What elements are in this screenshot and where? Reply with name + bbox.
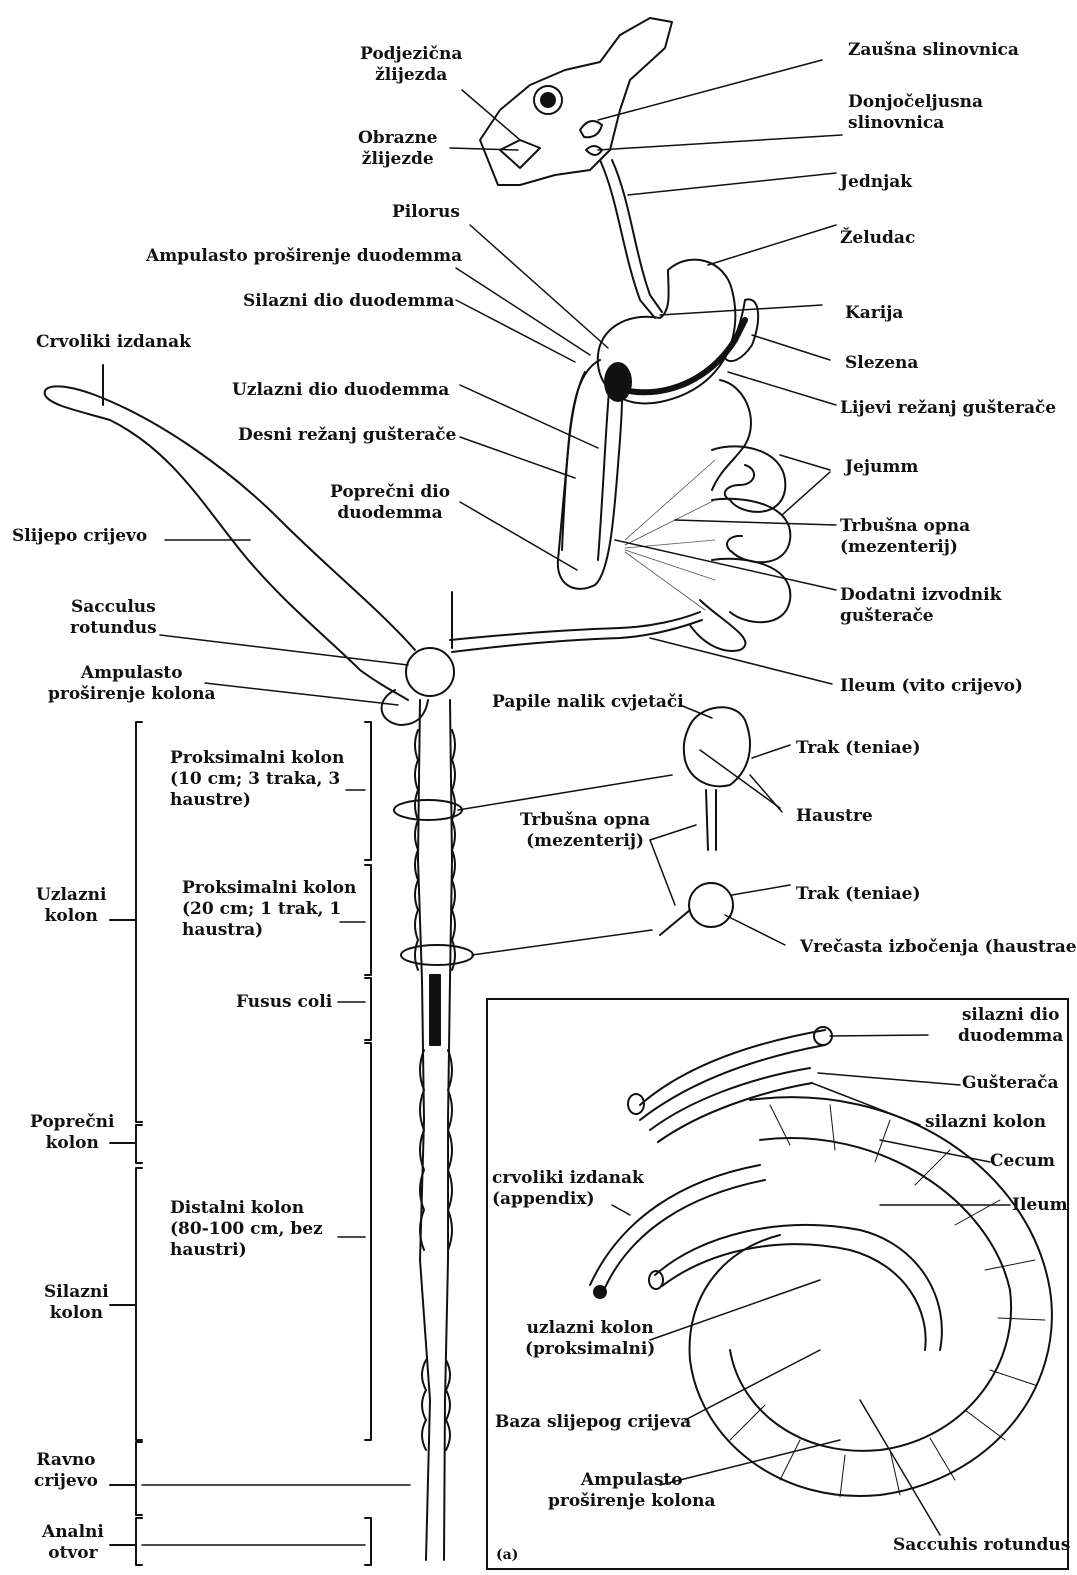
pancreas-left-lobe: [712, 380, 751, 490]
label-slezena: Slezena: [845, 353, 918, 374]
label-uzlazni-duod: Uzlazni dio duodemma: [232, 380, 449, 401]
label-trak-1: Trak (teniae): [796, 738, 921, 759]
left-brackets: [110, 722, 142, 1565]
label-trak-2: Trak (teniae): [796, 884, 921, 905]
inset-label-gusteraca: Gušterača: [962, 1073, 1058, 1094]
rabbit-head: [480, 18, 672, 185]
label-slijepo: Slijepo crijevo: [12, 526, 147, 547]
label-trbusna-opna-2: Trbušna opna(mezenterij): [520, 810, 650, 852]
inset-label-silazni-kolon: silazni kolon: [925, 1112, 1046, 1133]
inset-tag: (a): [496, 1545, 518, 1566]
inset-label-cecum: Cecum: [990, 1151, 1055, 1172]
label-karija: Karija: [845, 303, 903, 324]
right-brackets: [365, 722, 371, 1565]
label-ampulasto-duod: Ampulasto proširenje duodemma: [146, 246, 462, 267]
label-zeludac: Želudac: [840, 228, 915, 249]
label-lijevi-reznj: Lijevi režanj gušterače: [840, 398, 1056, 419]
label-jednjak: Jednjak: [840, 172, 912, 193]
label-jejunum: Jejumm: [845, 457, 918, 478]
label-fusus: Fusus coli: [236, 992, 332, 1013]
label-haustre: Haustre: [796, 806, 873, 827]
label-ileum: Ileum (vito crijevo): [840, 676, 1023, 697]
jejunum: [690, 446, 790, 651]
esophagus: [600, 160, 662, 318]
inset-label-ileum: Ileum: [1012, 1195, 1068, 1216]
colon: [394, 700, 473, 1560]
label-papile: Papile nalik cvjetači: [492, 692, 684, 713]
inset-label-crvoliki: crvoliki izdanak(appendix): [492, 1168, 644, 1210]
label-crvoliki: Crvoliki izdanak: [36, 332, 191, 353]
mesentery-hatching: [625, 460, 715, 610]
inset-label-baza: Baza slijepog crijeva: [495, 1412, 691, 1433]
label-zausna: Zaušna slinovnica: [848, 40, 1019, 61]
label-trbusna-opna-1: Trbušna opna(mezenterij): [840, 516, 970, 558]
inset-label-sacculus: Saccuhis rotundus: [893, 1535, 1070, 1556]
label-desni-reznj: Desni režanj gušterače: [238, 425, 456, 446]
label-silazni-duod: Silazni dio duodemma: [243, 291, 454, 312]
label-vrecasta: Vrečasta izbočenja (haustrae): [800, 937, 1077, 958]
label-pilorus: Pilorus: [392, 202, 460, 223]
ileum: [450, 612, 702, 652]
inset-label-uzlazni: uzlazni kolon(proksimalni): [525, 1318, 655, 1360]
cross-section-1-tenia: [660, 883, 733, 935]
